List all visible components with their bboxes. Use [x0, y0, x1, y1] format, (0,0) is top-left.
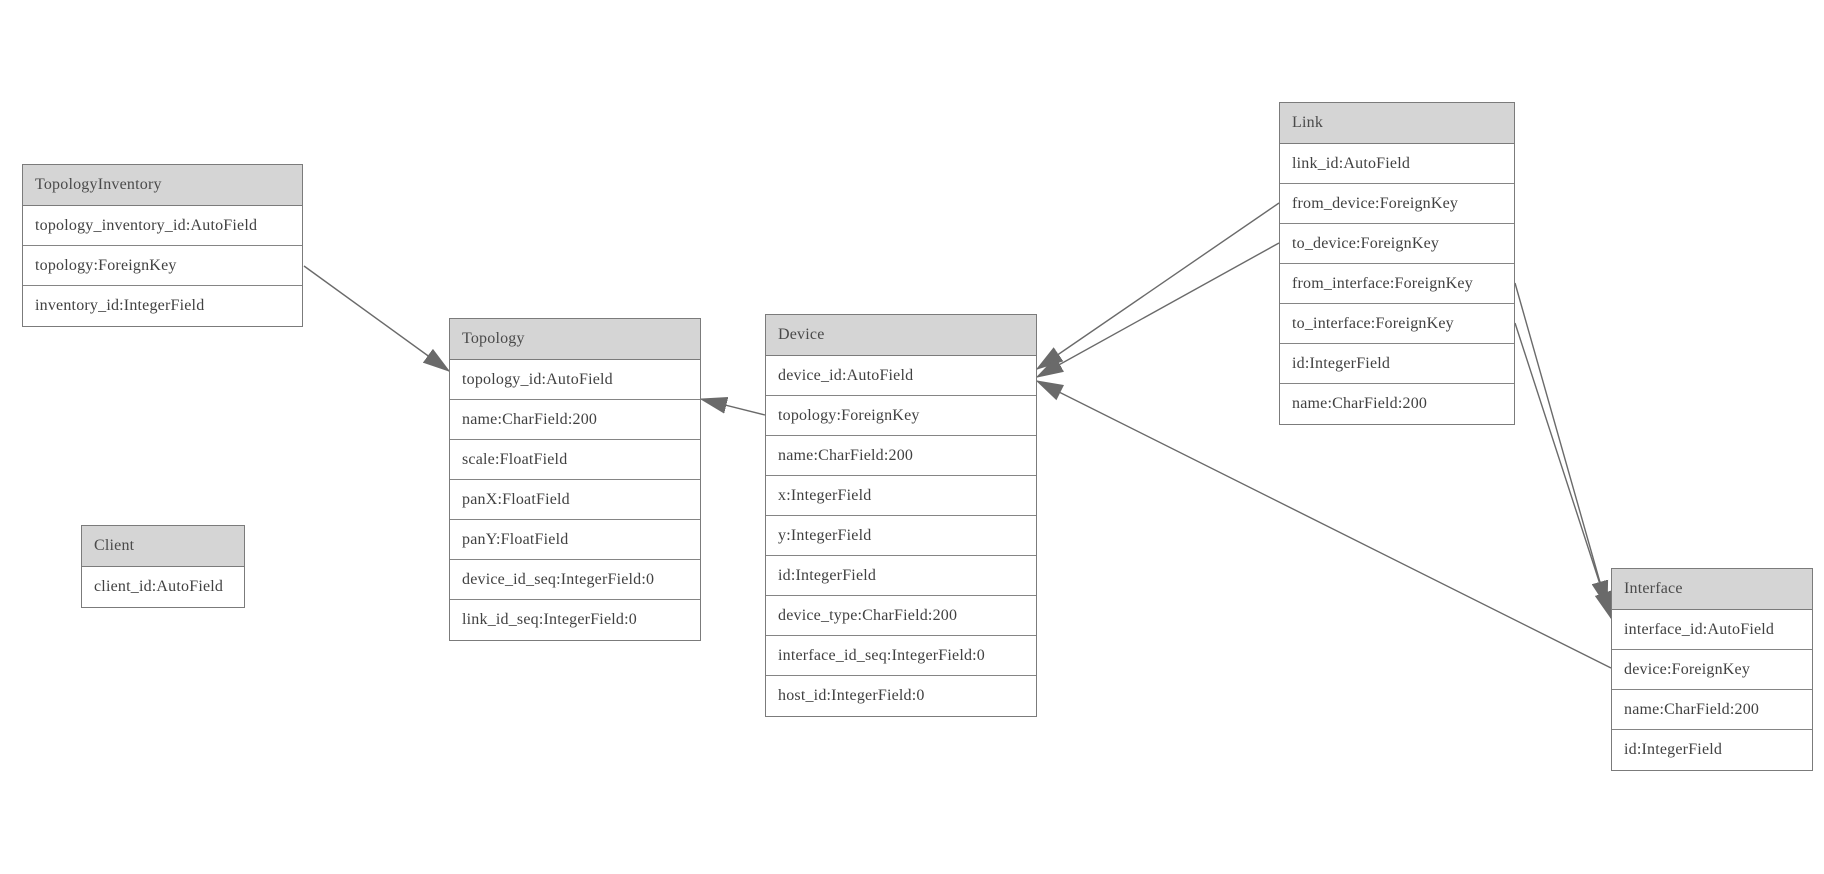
entity-field-row: x:IntegerField [766, 476, 1036, 516]
entity-title-topology-inventory: TopologyInventory [23, 165, 302, 206]
edge-interface-device-to-device [1037, 381, 1612, 669]
entity-field-row: topology:ForeignKey [23, 246, 302, 286]
entity-field-row: name:CharField:200 [766, 436, 1036, 476]
edge-link-from_device-to-device [1037, 202, 1280, 369]
entity-field-row: inventory_id:IntegerField [35, 297, 205, 314]
entity-field-row: device:ForeignKey [1612, 650, 1812, 690]
entity-title-client: Client [82, 526, 244, 567]
entity-field-row: id:IntegerField [1624, 741, 1723, 758]
entity-field-row: device_type:CharField:200 [766, 596, 1036, 636]
entity-title-interface: Interface [1612, 569, 1812, 610]
entity-field-row: client_id:AutoField [94, 578, 224, 595]
entity-field-row: y:IntegerField [766, 516, 1036, 556]
entity-field-row: device_id_seq:IntegerField:0 [450, 560, 700, 600]
entity-title-device: Device [766, 315, 1036, 356]
entity-field-row: from_device:ForeignKey [1280, 184, 1514, 224]
entity-field-row: from_interface:ForeignKey [1280, 264, 1514, 304]
entity-field-row: id:IntegerField [1280, 344, 1514, 384]
entity-field-row: topology_id:AutoField [450, 360, 700, 400]
edge-link-to_interface-to-interface [1514, 322, 1612, 618]
entity-field-row: name:CharField:200 [1612, 690, 1812, 730]
entity-field-row: panX:FloatField [450, 480, 700, 520]
entity-field-row: interface_id:AutoField [1612, 610, 1812, 650]
entity-field-row: topology_inventory_id:AutoField [23, 206, 302, 246]
edge-link-to_device-to-device [1037, 242, 1280, 377]
entity-field-row: interface_id_seq:IntegerField:0 [766, 636, 1036, 676]
entity-field-row: link_id_seq:IntegerField:0 [462, 611, 637, 628]
entity-title-link: Link [1280, 103, 1514, 144]
edge-device-topology-to-topology [701, 399, 766, 416]
entity-field-row: scale:FloatField [450, 440, 700, 480]
entity-field-row: device_id:AutoField [766, 356, 1036, 396]
entity-field-row: link_id:AutoField [1280, 144, 1514, 184]
entity-field-row: name:CharField:200 [1292, 395, 1428, 412]
edge-link-from_interface-to-interface [1514, 282, 1607, 607]
entity-field-row: host_id:IntegerField:0 [778, 687, 925, 704]
entity-field-row: to_device:ForeignKey [1280, 224, 1514, 264]
entity-field-row: to_interface:ForeignKey [1280, 304, 1514, 344]
entity-field-row: panY:FloatField [450, 520, 700, 560]
entity-field-row: id:IntegerField [766, 556, 1036, 596]
edge-topologyinventory-topology-to-topology [303, 265, 449, 371]
entity-table-client: Client client_id:AutoField [81, 525, 245, 608]
entity-field-row: topology:ForeignKey [766, 396, 1036, 436]
entity-title-topology: Topology [450, 319, 700, 360]
edges-group [303, 202, 1612, 669]
entity-field-row: name:CharField:200 [450, 400, 700, 440]
